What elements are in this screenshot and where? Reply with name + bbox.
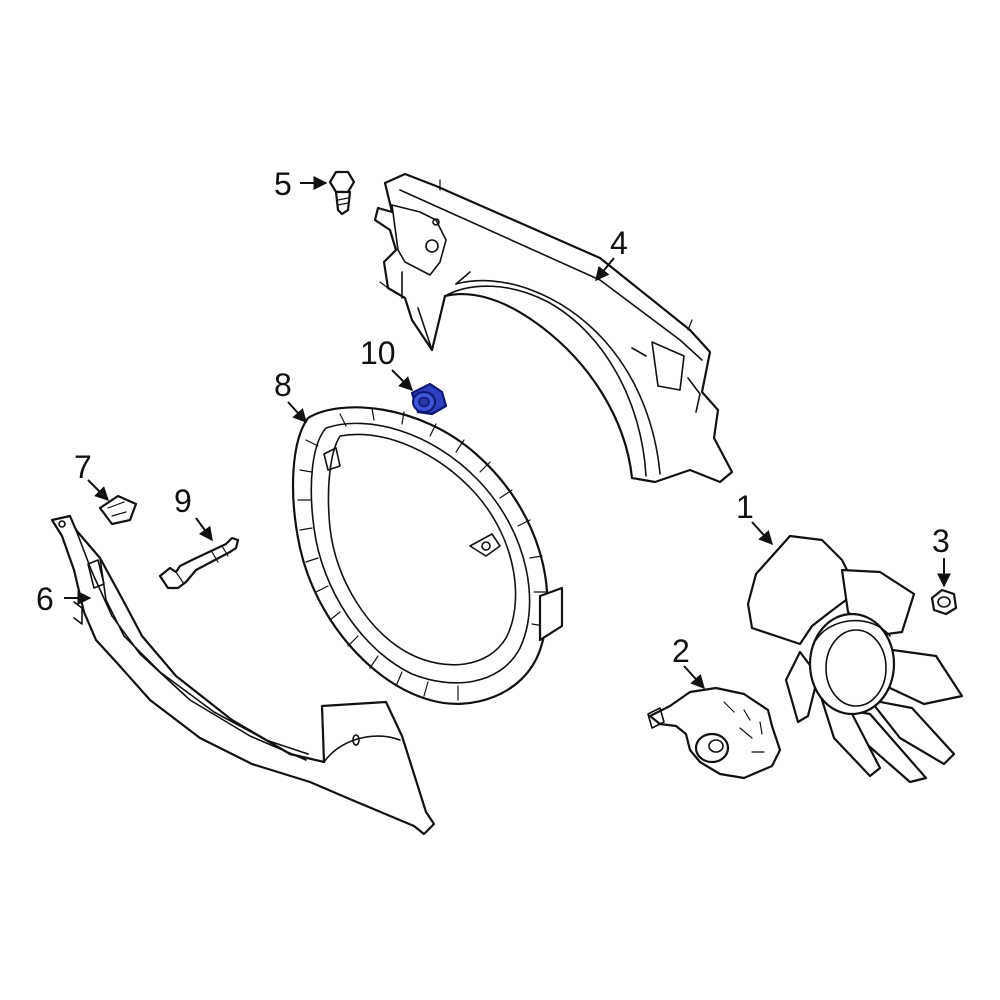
leader-1 bbox=[751, 521, 773, 546]
callout-7: 7 bbox=[74, 449, 92, 485]
clip[interactable] bbox=[98, 494, 138, 526]
callout-3: 3 bbox=[932, 523, 950, 559]
leader-4 bbox=[595, 257, 615, 282]
stud[interactable] bbox=[158, 536, 240, 590]
leader-9 bbox=[195, 517, 213, 542]
fan-ring[interactable] bbox=[291, 406, 564, 705]
callout-1: 1 bbox=[736, 489, 754, 525]
callout-10: 10 bbox=[360, 335, 396, 371]
shroud-lower-section[interactable] bbox=[50, 514, 436, 836]
bolt[interactable] bbox=[328, 170, 356, 216]
callout-8: 8 bbox=[274, 367, 292, 403]
nut[interactable] bbox=[930, 588, 958, 616]
leader-2 bbox=[683, 665, 705, 690]
leader-lines bbox=[64, 176, 951, 690]
fan-blade[interactable] bbox=[746, 534, 964, 784]
callout-labels: 1 2 3 4 5 6 7 8 9 10 bbox=[36, 166, 950, 669]
leader-10 bbox=[391, 369, 413, 391]
callout-6: 6 bbox=[36, 581, 54, 617]
callout-5: 5 bbox=[274, 166, 292, 202]
grommet-highlighted[interactable] bbox=[410, 382, 448, 416]
callout-9: 9 bbox=[174, 483, 192, 519]
leader-7 bbox=[87, 479, 109, 501]
callout-4: 4 bbox=[610, 225, 628, 261]
fan-clutch[interactable] bbox=[647, 686, 782, 780]
callout-2: 2 bbox=[672, 633, 690, 669]
leader-8 bbox=[287, 401, 307, 424]
